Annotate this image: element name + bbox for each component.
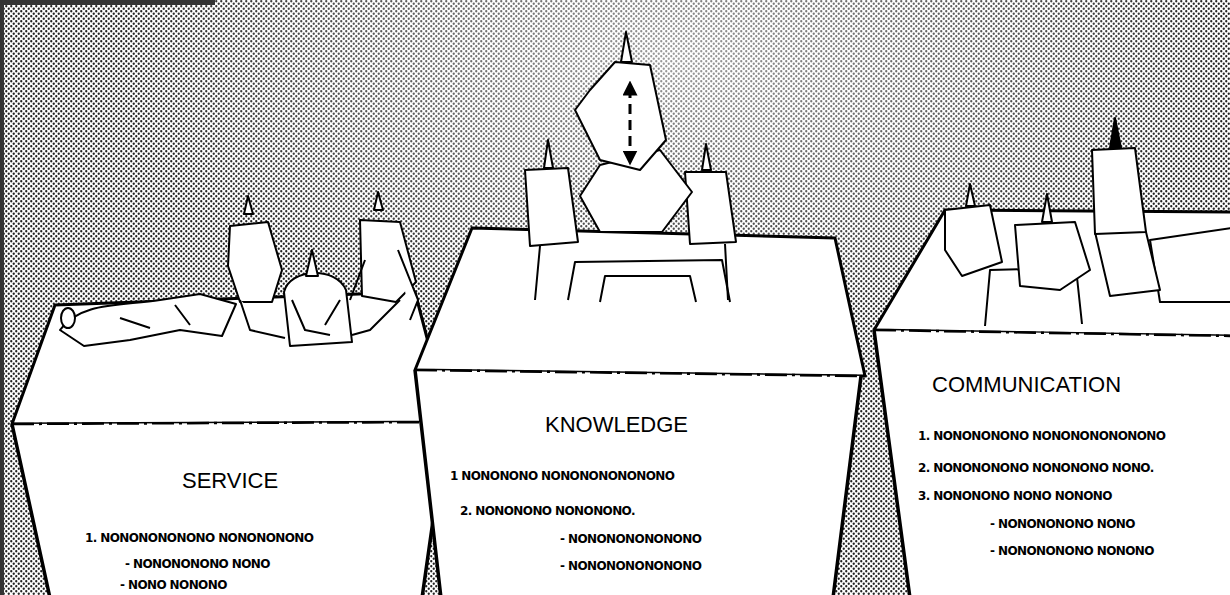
pedestal-box: SERVICE 1. NONONONONONO NONONONONO - NONON…: [10, 418, 450, 595]
list-item: - NONONONONONONO: [560, 533, 701, 547]
list-item: - NONONONONO NONONO: [990, 545, 1154, 559]
pedestal-box: COMMUNICATION 1. NONONONONO NONONONONONON…: [872, 326, 1230, 595]
pedestal-edge: [874, 330, 1230, 336]
service-top: [12, 292, 449, 424]
pedestal-face: [415, 370, 861, 595]
pedestal-heading: KNOWLEDGE: [545, 412, 688, 437]
list-item: 1. NONONONONO NONONONONONONO: [918, 430, 1165, 444]
pedestal-side: [12, 422, 447, 595]
list-item: - NONONONONO NONO: [125, 558, 270, 572]
communication-figures: [945, 118, 1230, 326]
pedestal-edge: [415, 370, 861, 376]
pedestal-box: KNOWLEDGE 1 NONONONO NONONONONONONO 2. NON…: [413, 366, 865, 595]
pedestal-heading: SERVICE: [182, 468, 278, 493]
frame-edge: [0, 0, 4, 595]
pedestal-heading: COMMUNICATION: [932, 372, 1121, 397]
frame-bar: [0, 0, 215, 5]
pedestal-face: [12, 422, 447, 595]
list-item: 2. NONONONONO NONONONO NONO.: [918, 462, 1154, 476]
pedestal-side: [874, 330, 1230, 595]
list-item: 3. NONONONO NONO NONONO: [918, 490, 1112, 504]
list-item: - NONO NONONO: [120, 579, 227, 593]
double-arrow: [629, 88, 632, 158]
communication-top: [874, 210, 1230, 336]
pedestal-face: [874, 330, 1230, 595]
pedestal-side: [415, 370, 861, 595]
list-item: 1. NONONONONONO NONONONONO: [85, 532, 313, 546]
service-figures: [60, 192, 418, 346]
list-item: 2. NONONONO NONONONO.: [460, 505, 635, 519]
list-item: - NONONONONONONO: [560, 560, 701, 574]
list-item: 1 NONONONO NONONONONONONO: [450, 470, 674, 484]
knowledge-figures: [525, 32, 736, 302]
pedestal-edge: [12, 422, 447, 424]
list-item: - NONONONONO NONO: [990, 518, 1135, 532]
knowledge-top: [415, 228, 865, 376]
